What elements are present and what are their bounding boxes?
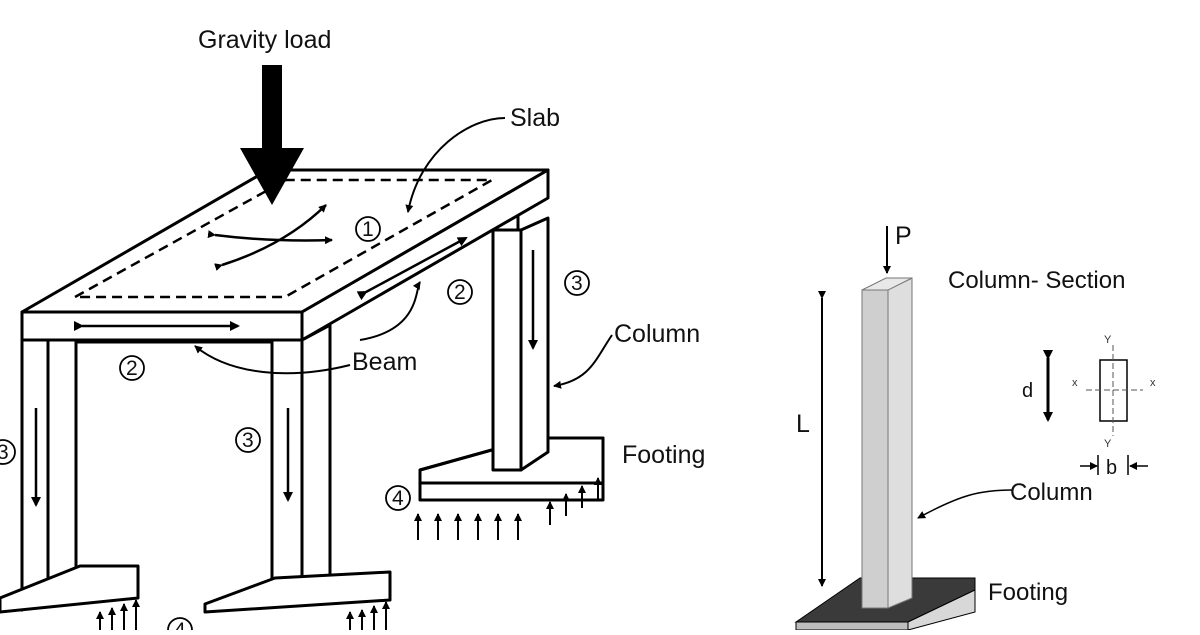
footing-front: [795, 621, 909, 631]
depth-label: d: [1022, 380, 1033, 402]
axis-x-left: x: [1072, 377, 1078, 389]
axis-y-top: Y: [1104, 334, 1112, 346]
soil-reaction-arrows: [96, 477, 602, 630]
width-dimension: [1080, 455, 1148, 475]
axis-y-bottom: Y: [1104, 438, 1112, 450]
step-markers: [0, 216, 590, 635]
footing-label: Footing: [622, 441, 705, 469]
step-4-footing-front: 4: [174, 619, 186, 630]
column-label-right: Column: [1010, 479, 1093, 506]
load-label-p: P: [895, 222, 912, 250]
column-side-face: [887, 277, 913, 609]
column-back-right-front: [491, 228, 523, 472]
width-label: b: [1106, 457, 1117, 479]
column-elevation: [794, 277, 976, 631]
frame-structure: [0, 168, 605, 614]
gravity-load-arrow: [240, 65, 304, 205]
column-label: Column: [614, 320, 700, 348]
column-front-face: [861, 289, 889, 609]
slab-distribution-arrows: [207, 204, 333, 271]
step-1-slab: 1: [362, 218, 374, 241]
footing-front-left: [0, 564, 140, 614]
cross-section: Y Y x x d b: [1022, 334, 1156, 479]
slab-label: Slab: [510, 104, 560, 132]
leader-lines: [194, 117, 613, 389]
footing-front-right: [203, 570, 392, 614]
length-label: L: [796, 410, 810, 438]
step-4-footing: 4: [392, 487, 404, 510]
column-top-face: [861, 277, 913, 291]
gravity-load-label: Gravity load: [198, 26, 331, 54]
footing-label-right: Footing: [988, 579, 1068, 606]
beam-label: Beam: [352, 348, 417, 376]
step-3-column-left: 3: [0, 441, 9, 464]
step-3-column-back: 3: [571, 272, 583, 295]
column-leader: [917, 489, 1013, 519]
step-2-beam-front: 2: [126, 357, 138, 380]
column-section-title: Column- Section: [948, 267, 1125, 294]
step-3-column-mid: 3: [242, 429, 254, 452]
beam-arrow-side: [356, 236, 468, 301]
axis-x-right: x: [1150, 377, 1156, 389]
step-2-beam-side: 2: [454, 281, 466, 304]
